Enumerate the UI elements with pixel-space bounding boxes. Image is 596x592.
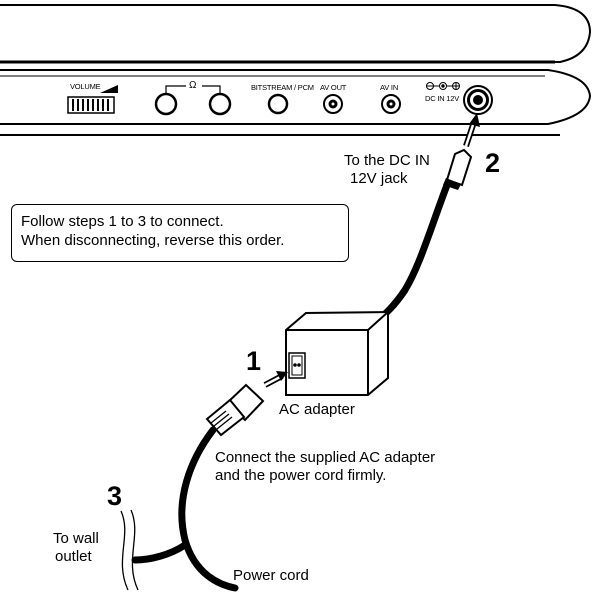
power-cord-label: Power cord [233,567,309,584]
dc-cable [368,181,451,329]
dc-plug [443,148,473,190]
headphone-icon: Ω [189,80,197,91]
callout-line2: When disconnecting, reverse this order. [21,232,285,249]
dc-plug-arrow [463,113,480,147]
headphone-jack-1[interactable] [154,92,178,116]
wall-outlet-label-line1: To wall [53,530,99,547]
ac-adapter-box [285,310,389,396]
step-3-number: 3 [107,481,123,511]
ac-plug-arrow [263,371,288,388]
wall-outlet-label-line2: outlet [55,548,92,565]
ac-adapter-label: AC adapter [279,401,355,418]
av-out-label: AV OUT [320,83,347,92]
volume-wheel[interactable] [67,96,115,114]
cord-break-marks [120,509,139,591]
volume-label: VOLUME [70,82,101,91]
power-cord [131,426,239,592]
volume-ramp-icon [100,85,118,93]
dc-polarity-icon [426,82,460,90]
headphone-jack-2[interactable] [208,92,232,116]
dc-in-label: DC IN 12V [425,94,460,103]
device-top-body [0,4,592,63]
av-in-jack[interactable] [381,94,401,114]
step-2-number: 2 [485,148,501,178]
connect-note-line2: and the power cord firmly. [215,467,387,484]
av-out-jack[interactable] [323,94,343,114]
av-in-label: AV IN [380,83,399,92]
callout-line1: Follow steps 1 to 3 to connect. [21,213,224,230]
bitstream-pcm-button[interactable] [267,93,289,115]
headphone-bracket [165,85,221,93]
step-1-number: 1 [246,346,262,376]
instruction-callout: Follow steps 1 to 3 to connect. When dis… [11,204,349,262]
dc-jack-label-line1: To the DC IN [344,152,430,169]
connect-note-line1: Connect the supplied AC adapter [215,449,436,466]
dc-in-jack[interactable] [463,85,493,115]
bitstream-pcm-label: BITSTREAM / PCM [251,83,314,92]
dc-jack-label-line2: 12V jack [350,170,408,187]
